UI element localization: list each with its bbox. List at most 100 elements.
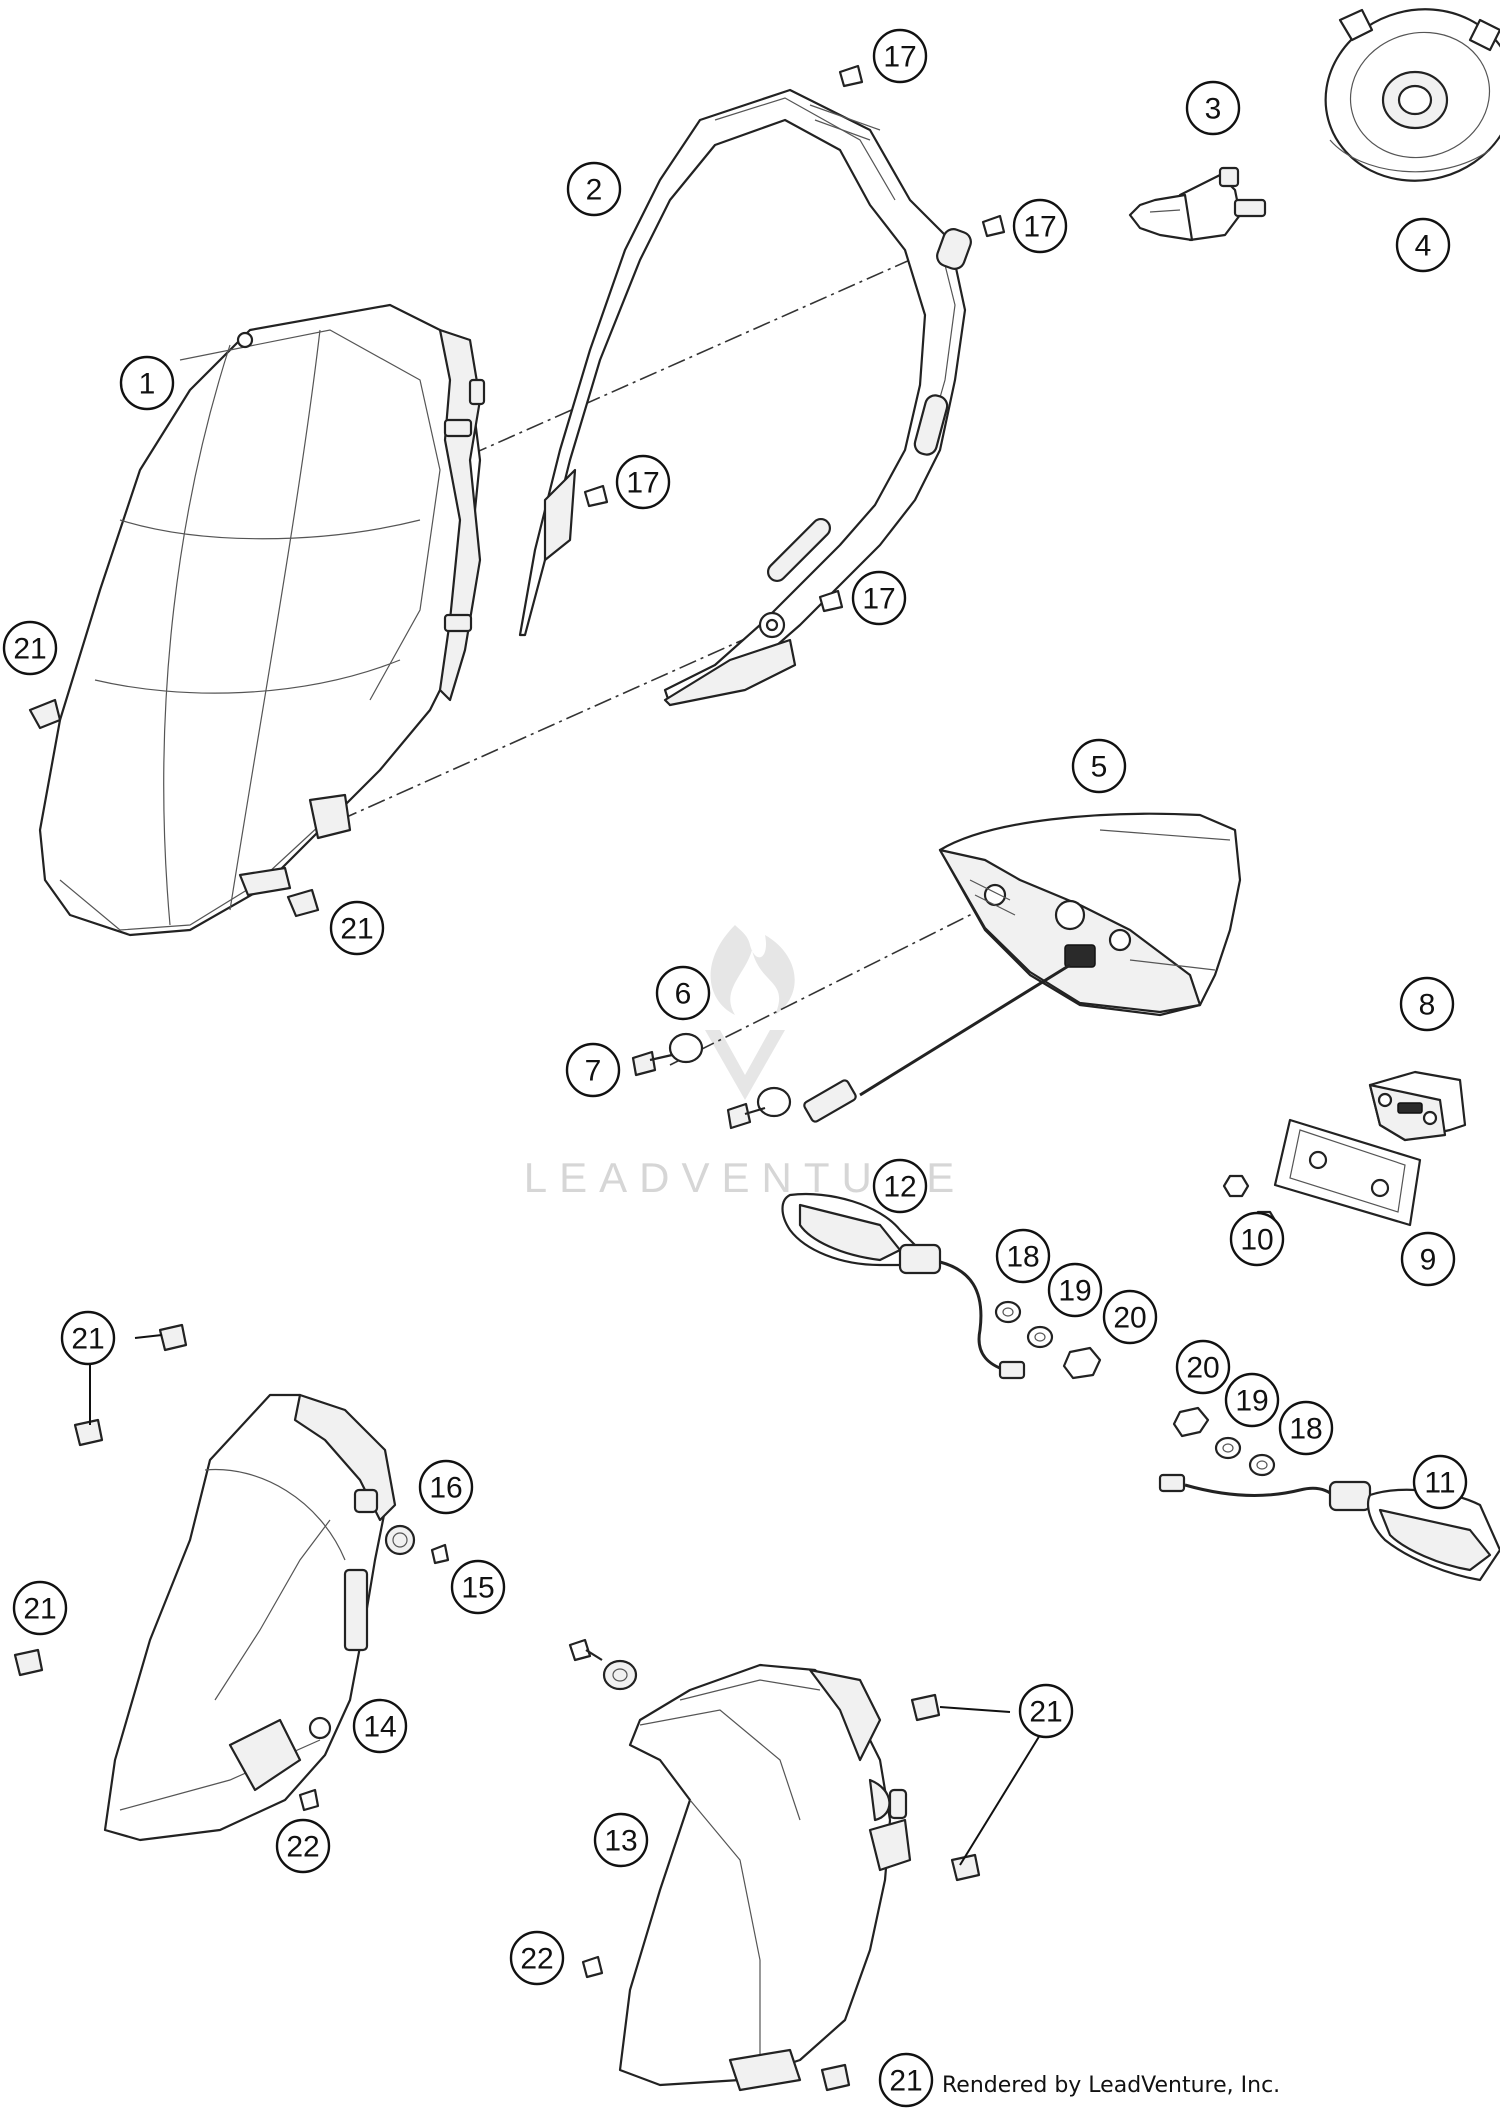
side-fairing-right-fasteners [568,1638,638,1979]
callout-12: 12 [872,1158,928,1214]
callout-number: 17 [862,583,895,616]
callout-19: 19 [1047,1262,1103,1318]
callout-circle [12,1580,68,1636]
turn-signal-left [781,1193,1026,1380]
headlight-frame [518,88,972,707]
callout-number: 21 [1029,1696,1062,1729]
callout-number: 21 [71,1323,104,1356]
callout-circle [1278,1400,1334,1456]
callout-number: 21 [23,1593,56,1626]
callout-number: 8 [1419,989,1436,1022]
callout-circle [872,1158,928,1214]
callout-circle [418,1459,474,1515]
callout-circle [565,1042,621,1098]
callout-circle [1018,1683,1074,1739]
callout-number: 21 [340,913,373,946]
callout-21: 21 [60,1310,116,1366]
callout-5: 5 [1071,738,1127,794]
callout-9: 9 [1400,1231,1456,1287]
callout-number: 16 [429,1472,462,1505]
callout-3: 3 [1185,80,1241,136]
callout-10: 10 [1229,1211,1285,1267]
callout-8: 8 [1399,976,1455,1032]
callout-circle [615,454,671,510]
callout-circle [329,900,385,956]
callout-number: 7 [585,1055,602,1088]
callout-circle [872,28,928,84]
callout-number: 2 [586,174,603,207]
callout-circle [878,2052,934,2108]
callout-circle [655,965,711,1021]
callout-number: 13 [604,1825,637,1858]
headlight-bulb [1128,166,1267,242]
callout-number: 14 [363,1711,396,1744]
callout-number: 6 [675,978,692,1011]
callout-number: 5 [1091,751,1108,784]
tail-light [938,812,1242,1017]
frame-screws [583,64,1006,613]
callout-circle [1224,1372,1280,1428]
callout-6: 6 [655,965,711,1021]
callout-number: 4 [1415,230,1432,263]
callout-number: 17 [626,467,659,500]
callout-17: 17 [615,454,671,510]
callout-number: 22 [286,1831,319,1864]
callout-circle [1185,80,1241,136]
callout-number: 22 [520,1943,553,1976]
callout-7: 7 [565,1042,621,1098]
spring-clips [13,698,981,2092]
callout-number: 9 [1420,1244,1437,1277]
callout-2: 2 [566,161,622,217]
callout-17: 17 [872,28,928,84]
callout-circle [995,1228,1051,1284]
license-plate-bracket [1273,1118,1422,1227]
callout-number: 17 [1023,211,1056,244]
callout-13: 13 [593,1812,649,1868]
callout-21: 21 [12,1580,68,1636]
callout-circle [1229,1211,1285,1267]
turn-signal-right-fasteners [1172,1406,1276,1477]
bulb-cover [1324,8,1500,182]
assembly-lead-lines [339,239,991,1066]
callout-4: 4 [1395,217,1451,273]
callout-circle [60,1310,116,1366]
callout-number: 11 [1424,1467,1455,1500]
callout-15: 15 [450,1559,506,1615]
callout-number: 18 [1289,1413,1322,1446]
callout-21: 21 [2,620,58,676]
callout-11: 11 [1412,1454,1468,1510]
callout-pointers [89,1334,1041,1866]
callout-circle [1175,1339,1231,1395]
callout-number: 10 [1240,1224,1273,1257]
callout-circle [1012,198,1068,254]
tail-light-cable [803,963,1071,1123]
callout-number: 21 [13,633,46,666]
callout-circle [593,1812,649,1868]
callout-18: 18 [995,1228,1051,1284]
callout-22: 22 [509,1930,565,1986]
render-credit: Rendered by LeadVenture, Inc. [942,2073,1280,2098]
callout-circle [352,1698,408,1754]
side-fairing-left-fasteners [298,1524,450,1812]
side-fairing-light-left [103,1393,397,1842]
tail-light-fasteners [631,1032,792,1130]
callout-circle [2,620,58,676]
callout-21: 21 [329,900,385,956]
callout-1: 1 [119,355,175,411]
callout-number: 20 [1186,1352,1219,1385]
callout-22: 22 [275,1818,331,1874]
callout-circle [509,1930,565,1986]
callout-number: 19 [1235,1385,1268,1418]
callout-circle [1412,1454,1468,1510]
callout-number: 17 [883,41,916,74]
callout-17: 17 [1012,198,1068,254]
turn-signal-left-fasteners [994,1300,1102,1380]
callout-circle [566,161,622,217]
callout-16: 16 [418,1459,474,1515]
callout-number: 12 [883,1171,916,1204]
headlight-housing [38,303,486,937]
callout-number: 18 [1006,1241,1039,1274]
callout-circle [119,355,175,411]
callout-20: 20 [1175,1339,1231,1395]
